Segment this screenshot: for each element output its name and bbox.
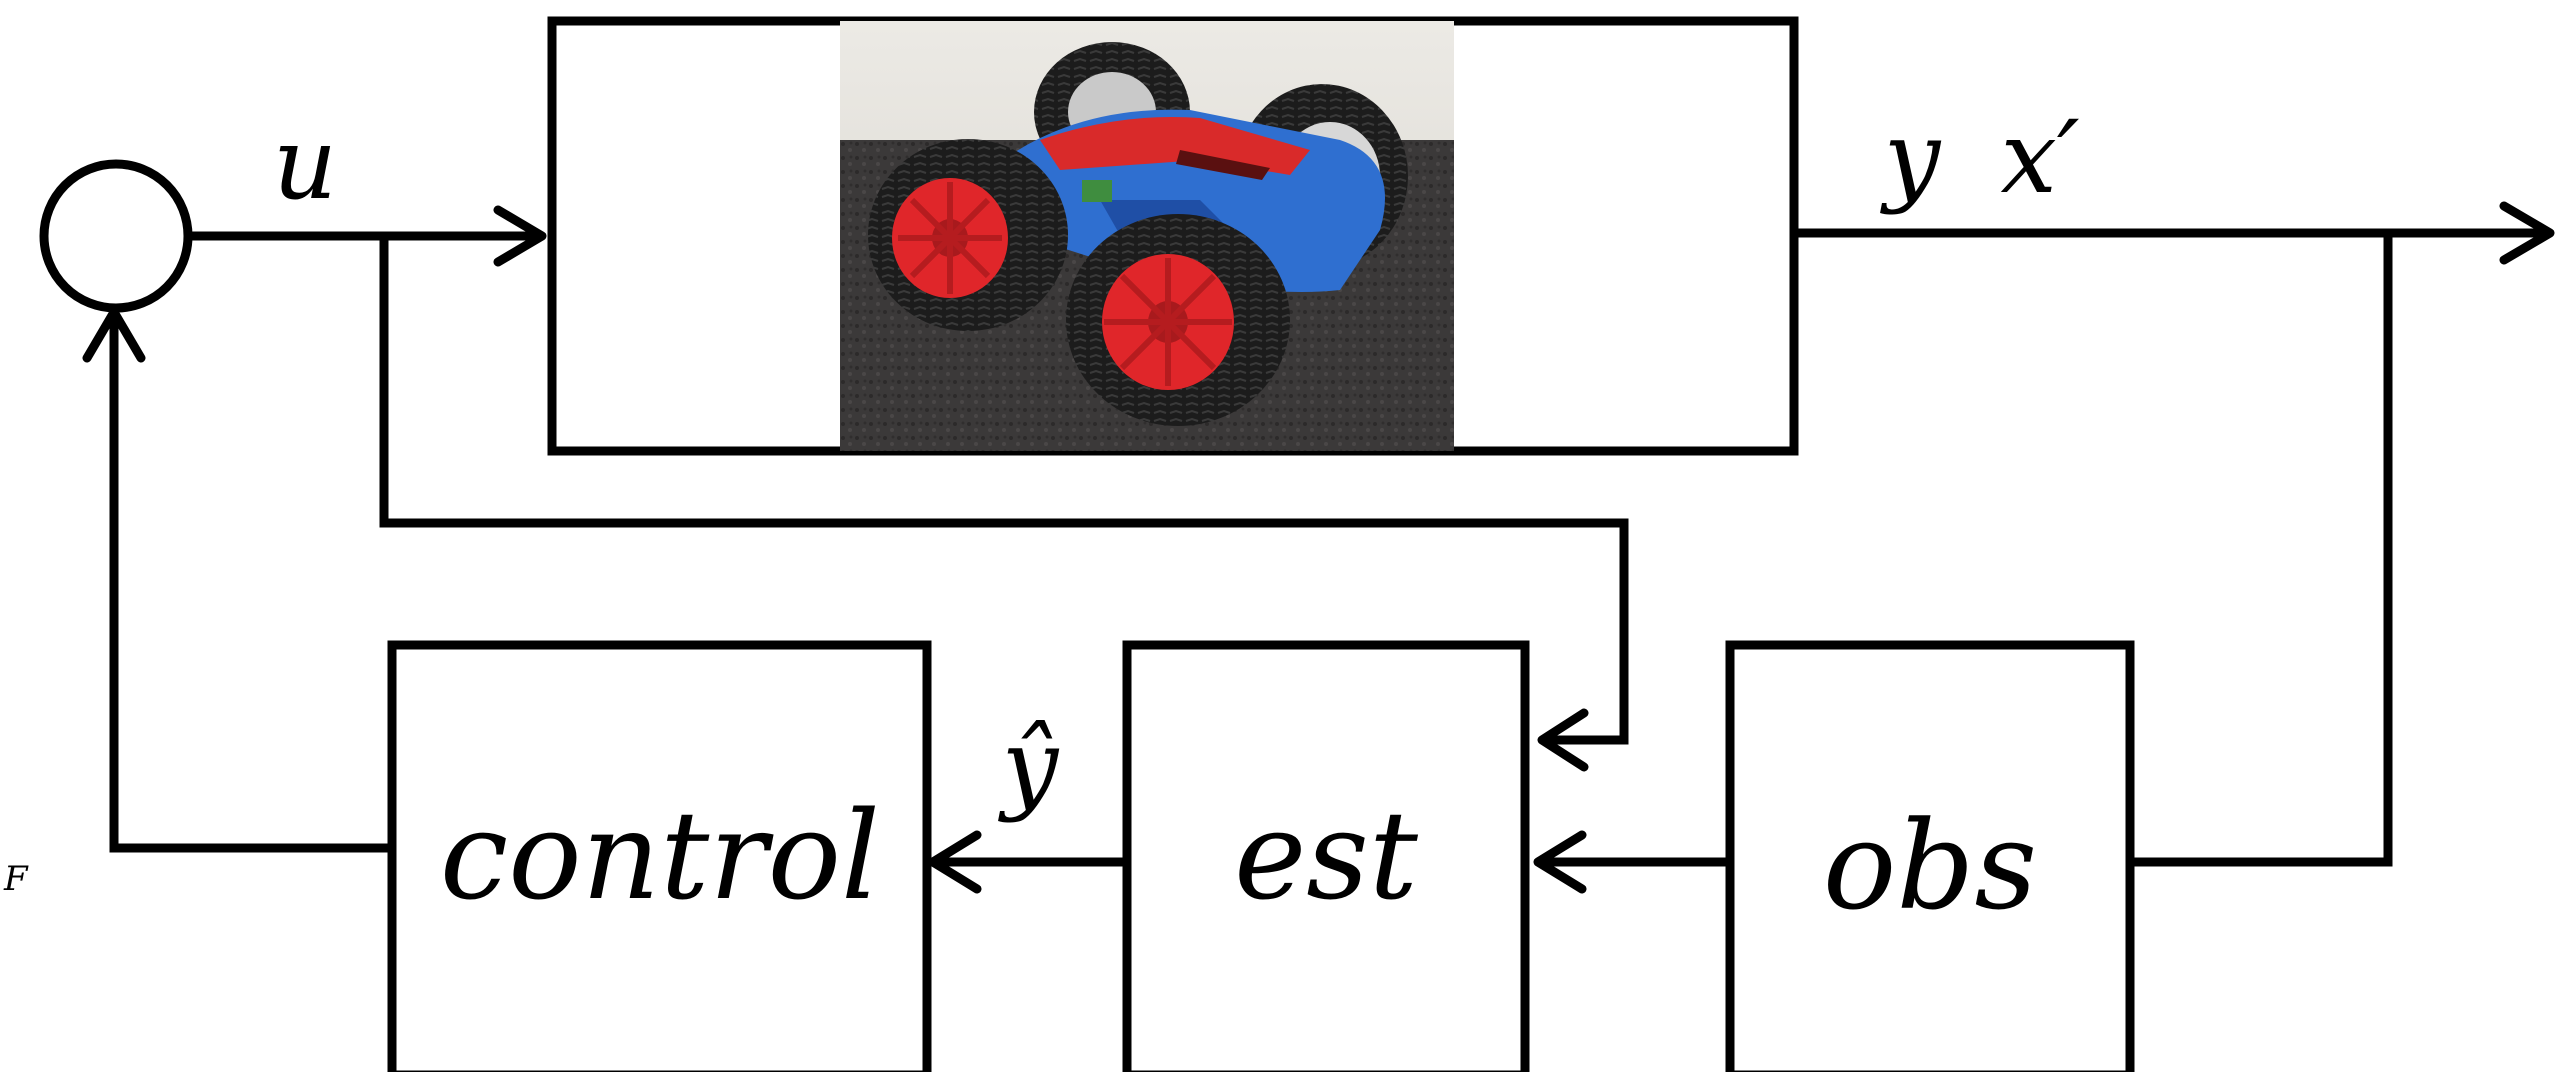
est-label: est [1234, 785, 1419, 927]
obs-block [1725, 640, 2135, 1072]
wire-u-branch-to-est [379, 236, 1629, 745]
car-photo [840, 21, 1454, 451]
stray-mark: F [3, 859, 29, 899]
arrowhead-control-to-junction [82, 307, 146, 363]
control-block [387, 640, 932, 1072]
arrowhead-u-to-est [1537, 708, 1589, 772]
wire-output-to-obs [2130, 233, 2393, 867]
signal-y-hat-label: ŷ [998, 707, 1060, 824]
signal-x-prime-label: x′ [2000, 99, 2079, 216]
wire-control-to-junction [109, 316, 392, 853]
signal-y-label: y [1880, 99, 1942, 216]
summing-junction [39, 159, 193, 313]
arrowhead-u-to-plant [493, 205, 547, 267]
signal-u-label: u [273, 105, 337, 222]
arrowhead-est-to-control [928, 830, 982, 894]
control-label: control [440, 785, 880, 927]
est-block [1122, 640, 1530, 1072]
arrowhead-obs-to-est [1533, 830, 1587, 894]
arrowhead-output [2499, 201, 2555, 265]
obs-label: obs [1823, 795, 2037, 937]
